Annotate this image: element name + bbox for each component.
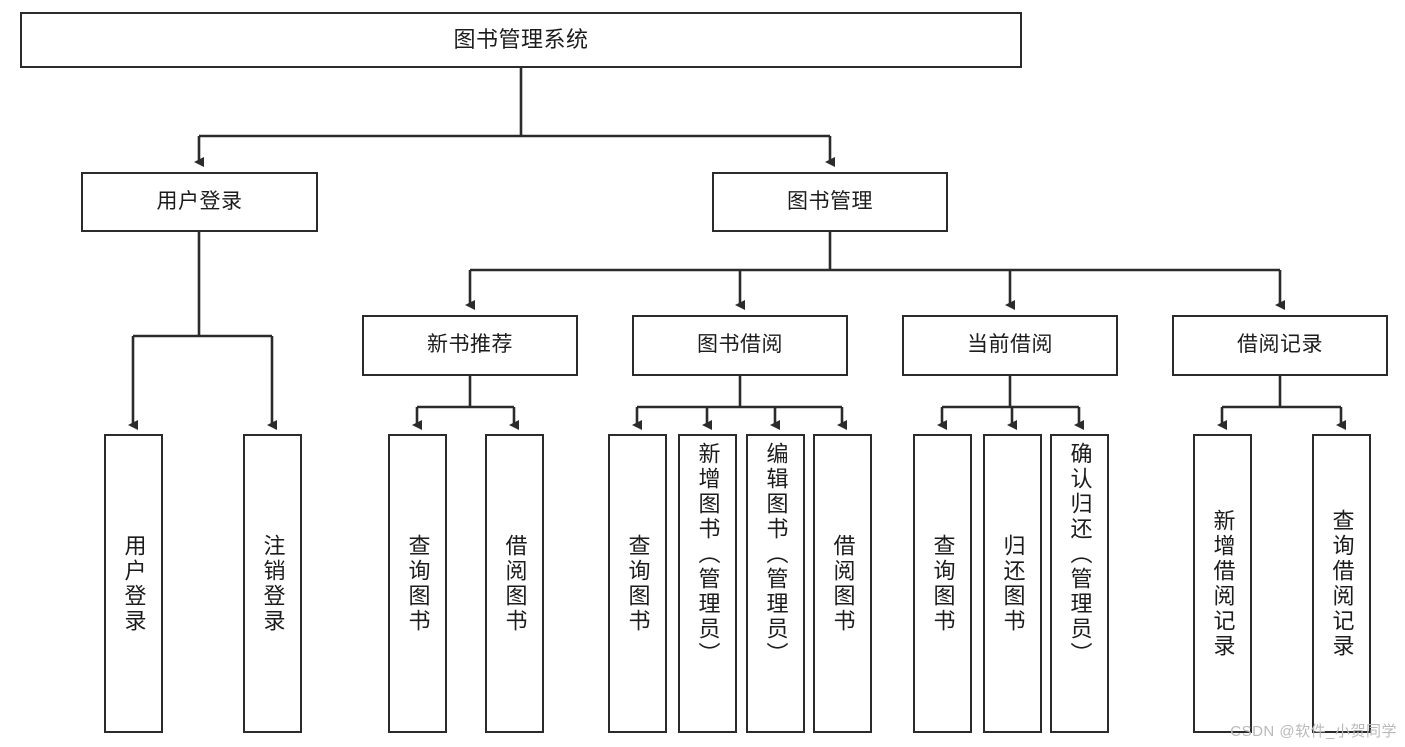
leaf-add-record[interactable]: 新增借阅记录 <box>1193 434 1252 733</box>
node-borrow-record[interactable]: 借阅记录 <box>1172 315 1388 376</box>
leaf-add-record-label: 新增借阅记录 <box>1210 508 1236 659</box>
leaf-return-book-label: 归还图书 <box>1000 533 1026 634</box>
leaf-query-book-3[interactable]: 查询图书 <box>913 434 972 733</box>
leaf-query-book-2-label: 查询图书 <box>625 533 651 634</box>
leaf-add-book-label: 新增图书（管理员） <box>695 442 721 667</box>
leaf-confirm-return[interactable]: 确认归还（管理员） <box>1050 434 1109 733</box>
leaf-query-record-label: 查询借阅记录 <box>1329 508 1355 659</box>
leaf-edit-book-label: 编辑图书（管理员） <box>763 442 789 667</box>
node-user-login[interactable]: 用户登录 <box>81 172 318 232</box>
leaf-user-logout[interactable]: 注销登录 <box>243 434 302 733</box>
leaf-borrow-book-2[interactable]: 借阅图书 <box>813 434 872 733</box>
node-root-label: 图书管理系统 <box>453 27 589 53</box>
node-new-book-recommend[interactable]: 新书推荐 <box>362 315 578 376</box>
leaf-confirm-return-label: 确认归还（管理员） <box>1067 442 1093 667</box>
leaf-return-book[interactable]: 归还图书 <box>983 434 1042 733</box>
node-new-book-recommend-label: 新书推荐 <box>427 333 513 357</box>
node-current-borrow-label: 当前借阅 <box>967 333 1053 357</box>
node-book-management-label: 图书管理 <box>787 189 873 213</box>
node-borrow-record-label: 借阅记录 <box>1237 333 1323 357</box>
leaf-user-logout-label: 注销登录 <box>260 533 286 634</box>
leaf-borrow-book-2-label: 借阅图书 <box>830 533 856 634</box>
leaf-add-book[interactable]: 新增图书（管理员） <box>678 434 737 733</box>
leaf-query-book-1-label: 查询图书 <box>405 533 431 634</box>
csdn-watermark: CSDN @软件_小贺同学 <box>1230 723 1397 740</box>
leaf-borrow-book-1-label: 借阅图书 <box>502 533 528 634</box>
leaf-borrow-book-1[interactable]: 借阅图书 <box>485 434 544 733</box>
leaf-user-login-label: 用户登录 <box>121 533 147 634</box>
leaf-query-book-1[interactable]: 查询图书 <box>388 434 447 733</box>
node-book-borrow[interactable]: 图书借阅 <box>632 315 848 376</box>
node-root[interactable]: 图书管理系统 <box>20 12 1022 68</box>
leaf-query-book-3-label: 查询图书 <box>930 533 956 634</box>
leaf-query-record[interactable]: 查询借阅记录 <box>1312 434 1371 733</box>
node-current-borrow[interactable]: 当前借阅 <box>902 315 1118 376</box>
leaf-edit-book[interactable]: 编辑图书（管理员） <box>746 434 805 733</box>
leaf-query-book-2[interactable]: 查询图书 <box>608 434 667 733</box>
leaf-user-login[interactable]: 用户登录 <box>104 434 163 733</box>
node-user-login-label: 用户登录 <box>156 189 243 213</box>
node-book-management[interactable]: 图书管理 <box>712 172 948 232</box>
node-book-borrow-label: 图书借阅 <box>697 333 783 357</box>
